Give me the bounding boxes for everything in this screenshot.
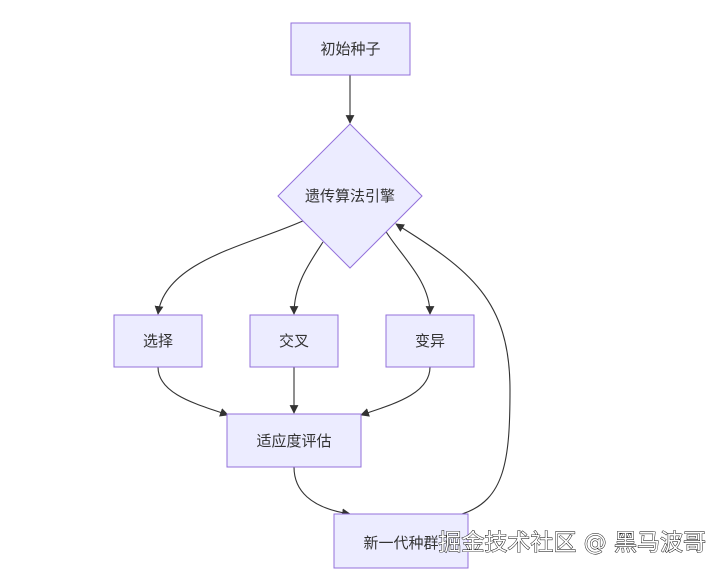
node-seed-box <box>290 22 411 76</box>
node-fitness: 适应度评估 <box>226 413 362 468</box>
edge-newgen-to-engine <box>395 223 511 515</box>
node-mutation-box <box>385 314 475 368</box>
node-crossover: 交叉 <box>249 314 339 368</box>
node-new-generation-box <box>333 513 469 569</box>
node-fitness-box <box>226 413 362 468</box>
edge-engine-to-selection <box>154 219 306 315</box>
node-seed: 初始种子 <box>290 22 411 76</box>
node-new-generation-label: 新一代种群 <box>363 534 438 552</box>
node-crossover-label: 交叉 <box>279 332 309 350</box>
node-selection: 选择 <box>113 314 203 368</box>
node-selection-label: 选择 <box>143 332 173 350</box>
node-mutation: 变异 <box>385 314 475 368</box>
edge-engine-to-crossover <box>289 241 324 315</box>
node-selection-box <box>113 314 203 368</box>
edge-fitness-to-newgen <box>293 466 351 518</box>
node-crossover-box <box>249 314 339 368</box>
node-seed-label: 初始种子 <box>320 40 380 58</box>
node-engine-diamond <box>277 123 423 269</box>
node-new-generation: 新一代种群 <box>333 513 469 569</box>
edges <box>154 75 511 518</box>
edge-selection-to-fitness <box>157 366 229 417</box>
node-engine-label: 遗传算法引擎 <box>305 187 395 205</box>
watermark: 掘金技术社区 @ 黑马波哥 <box>438 530 706 556</box>
node-mutation-label: 变异 <box>415 332 445 350</box>
node-engine: 遗传算法引擎 <box>277 123 423 269</box>
node-fitness-label: 适应度评估 <box>256 432 331 450</box>
edge-engine-to-mutation <box>384 229 435 315</box>
edge-mutation-to-fitness <box>360 366 431 417</box>
